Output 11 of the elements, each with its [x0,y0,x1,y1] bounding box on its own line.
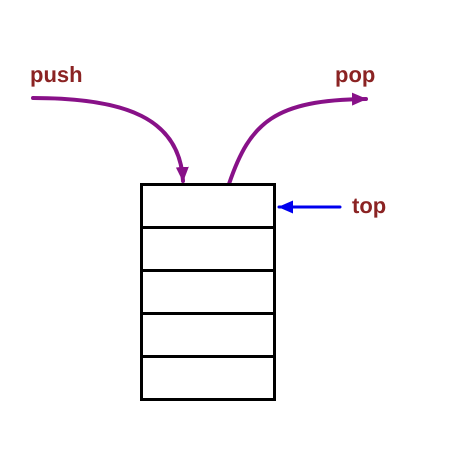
curved-arrow [31,96,188,183]
pointer-arrow [278,200,342,214]
stack-cell [140,312,276,358]
pointer-label: top [352,191,386,227]
stack-cell [140,355,276,401]
stack-cell [140,269,276,315]
operation-label: pop [335,60,376,96]
stack-cell [140,226,276,272]
stack-cell [140,183,276,229]
curved-arrow [227,92,368,186]
operation-label: push [30,60,83,96]
